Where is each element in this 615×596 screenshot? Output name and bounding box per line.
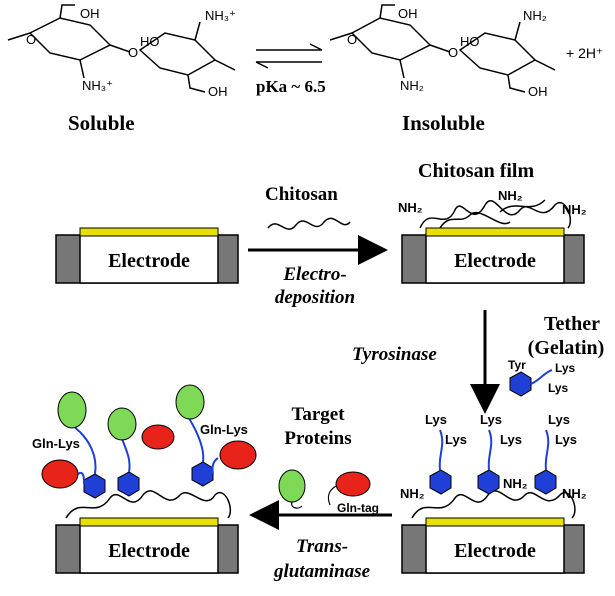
nh2-label: NH₂ — [503, 476, 528, 491]
tyrosinase-step: Tether (Gelatin) Tyrosinase Tyr Lys Lys — [352, 310, 605, 414]
nh2-label: NH₂ — [400, 486, 425, 501]
film-nh2-1: NH₂ — [398, 200, 423, 215]
transglutaminase-step: Target Proteins Gln-tag Trans- glutamina… — [249, 404, 392, 582]
plus-2h-label: + 2H⁺ — [566, 45, 603, 61]
tether-lys-2: Lys — [548, 381, 569, 395]
hexagon-icon — [117, 471, 140, 497]
chitosan-film-label: Chitosan film — [418, 160, 534, 182]
hexagon-icon — [83, 473, 106, 499]
gln-lys-label-left: Gln-Lys — [32, 436, 80, 451]
linker — [544, 429, 550, 471]
lys-label: Lys — [555, 432, 577, 447]
lys-label: Lys — [500, 432, 522, 447]
linker — [438, 429, 444, 471]
electrode-label: Electrode — [108, 250, 190, 272]
right-glyco-o: O — [448, 45, 458, 60]
green-protein-icon — [107, 407, 137, 441]
right-nh2-top: NH₂ — [523, 8, 547, 23]
tether-linker — [530, 369, 553, 385]
chitosan-film-chains — [419, 199, 572, 229]
hexagon-icon — [477, 469, 500, 495]
gold-layer — [425, 517, 565, 527]
protein-film-chains — [65, 490, 232, 519]
lys-label: Lys — [445, 432, 467, 447]
pka-label: pKa ~ 6.5 — [256, 77, 326, 96]
electro-line1: Electro- — [282, 264, 346, 285]
tether-tyr: Tyr — [508, 358, 526, 372]
electrodeposition-step: Chitosan Electro- deposition — [248, 184, 388, 308]
electrode-body — [79, 234, 219, 284]
gold-layer — [79, 517, 219, 527]
green-protein-icon — [57, 391, 87, 429]
reaction-scheme: O OH O NH₃⁺ HO NH₃⁺ OH pKa ~ 6.5 O OH — [7, 4, 603, 135]
film-nh2-2: NH₂ — [498, 188, 523, 203]
electrode-chitosan: Chitosan film Electrode NH₂ NH₂ NH₂ — [398, 160, 587, 284]
soluble-chitosan-structure — [7, 4, 236, 93]
linker — [211, 457, 219, 475]
gold-layer — [79, 227, 219, 237]
electrode-label: Electrode — [454, 250, 536, 272]
lys-label: Lys — [425, 412, 447, 427]
gold-layer — [425, 227, 565, 237]
lys-label: Lys — [480, 412, 502, 427]
left-oh-top: OH — [80, 6, 100, 21]
electrode-label: Electrode — [454, 540, 536, 562]
film-nh2-3: NH₂ — [562, 202, 587, 217]
trans-line1: Trans- — [296, 536, 348, 557]
electrode-body — [425, 524, 565, 574]
right-oh-mid: OH — [528, 84, 548, 99]
green-protein-icon — [278, 469, 306, 503]
target-line1: Target — [291, 404, 345, 425]
insoluble-chitosan-structure — [329, 4, 556, 93]
tether-line2: (Gelatin) — [528, 337, 605, 359]
hexagon-icon — [191, 461, 214, 487]
red-protein-icon — [141, 424, 175, 450]
left-nh3-bottom: NH₃⁺ — [82, 78, 113, 93]
protein-linker — [291, 501, 303, 509]
red-protein-icon — [219, 440, 257, 470]
protein-linker — [327, 485, 337, 506]
electrode-body — [79, 524, 219, 574]
red-protein-icon — [335, 471, 371, 497]
gelatin-film-chains — [411, 490, 576, 519]
trans-line2: glutaminase — [273, 561, 371, 582]
lys-label: Lys — [548, 412, 570, 427]
right-ho: HO — [460, 34, 480, 49]
electrode-bare: Electrode — [55, 227, 239, 284]
equilibrium-arrows — [255, 43, 323, 69]
tyrosinase-label: Tyrosinase — [352, 344, 437, 365]
right-nh2-bottom: NH₂ — [400, 78, 424, 93]
right-o-label: O — [347, 32, 357, 47]
chitosan-label: Chitosan — [265, 184, 338, 205]
soluble-label: Soluble — [68, 111, 135, 135]
target-line2: Proteins — [284, 428, 351, 449]
linker — [77, 472, 85, 485]
tether-line1: Tether — [544, 313, 600, 335]
electrode-gelatin: Electrode Lys Lys Lys Lys Lys Lys NH₂ NH… — [400, 412, 587, 574]
green-protein-icon — [175, 384, 205, 420]
insoluble-label: Insoluble — [402, 111, 485, 135]
electrode-protein: Electrode Gln-Lys Gln-Lys — [32, 384, 257, 574]
nh2-label: NH₂ — [562, 486, 587, 501]
right-oh-top: OH — [398, 6, 418, 21]
gln-lys-label-right: Gln-Lys — [200, 422, 248, 437]
left-nh3-top: NH₃⁺ — [205, 8, 236, 23]
tether-hexagon-icon — [509, 371, 532, 397]
gln-tag-label: Gln-tag — [337, 501, 379, 515]
tether-lys-1: Lys — [555, 361, 576, 375]
red-protein-icon — [41, 459, 79, 489]
left-glyco-o: O — [128, 45, 138, 60]
electrode-body — [425, 234, 565, 284]
left-oh-mid: OH — [208, 84, 228, 99]
left-ho: HO — [140, 34, 160, 49]
left-o-label: O — [26, 32, 36, 47]
hexagon-icon — [429, 469, 452, 495]
hexagon-icon — [534, 469, 557, 495]
chitosan-chain-icon — [267, 217, 351, 230]
electrode-label: Electrode — [108, 540, 190, 562]
electro-line2: deposition — [275, 287, 355, 308]
linker — [487, 429, 493, 471]
